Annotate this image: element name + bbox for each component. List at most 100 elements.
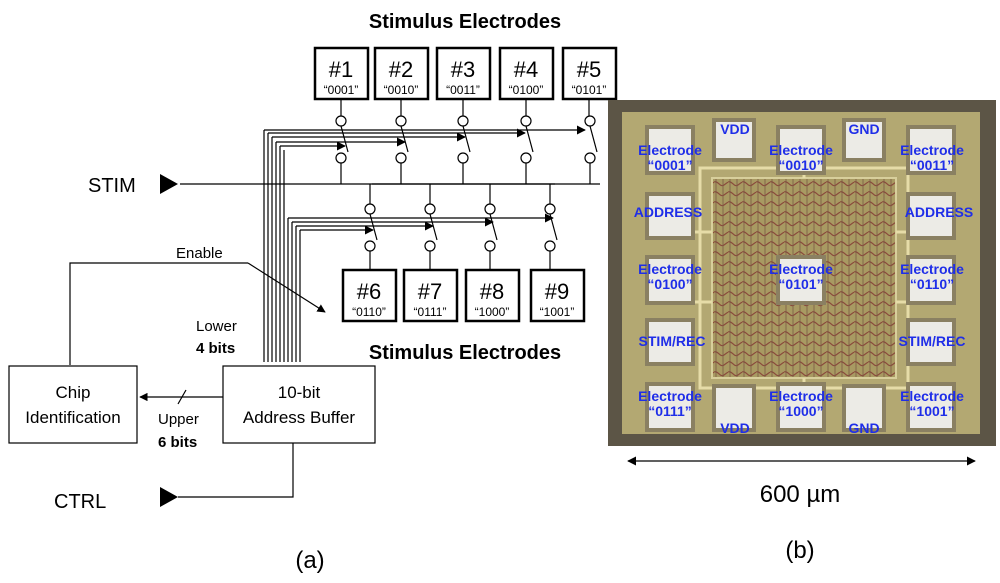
electrode-label-6: Electrode xyxy=(900,261,964,277)
top-control-lines xyxy=(264,125,586,151)
electrode-label-9: Electrode xyxy=(900,388,964,404)
vdd-label-top: VDD xyxy=(720,121,750,137)
top-switch-5 xyxy=(584,115,598,184)
bottom-electrode-group: #6“0110”#7“0111”#8“1000”#9“1001” xyxy=(341,268,586,323)
panel-a-caption: (a) xyxy=(295,547,324,574)
electrode-pad-6 xyxy=(910,259,952,301)
chip-id-line2: Identification xyxy=(25,408,120,427)
top-electrode-3: #3“0011” xyxy=(435,46,492,116)
electrode-code-label-2: “0010” xyxy=(778,157,823,173)
top-switch-3 xyxy=(457,115,471,184)
electrode-pad-7 xyxy=(649,386,691,428)
enable-label: Enable xyxy=(176,245,223,262)
addr-buffer-line1: 10-bit xyxy=(278,383,321,402)
address-pad-right xyxy=(910,196,952,236)
electrode-pad-3 xyxy=(910,129,952,171)
stim-label: STIM xyxy=(88,175,136,197)
electrode-code: “0111” xyxy=(414,305,447,319)
electrode-code-label-8: “1000” xyxy=(778,403,823,419)
electrode-code: “0101” xyxy=(572,83,607,97)
electrode-box xyxy=(402,268,459,323)
stimrec-label-left: STIM/REC xyxy=(639,333,706,349)
stimrec-pad-right xyxy=(910,322,952,362)
panel-b-caption: (b) xyxy=(785,537,814,564)
electrode-number: #5 xyxy=(577,57,601,82)
electrode-pad-4 xyxy=(649,259,691,301)
electrode-box xyxy=(561,46,618,101)
electrode-pad-8 xyxy=(780,386,822,428)
top-electrode-1: #1“0001” xyxy=(313,46,370,116)
electrode-number: #9 xyxy=(545,279,569,304)
top-switch-2 xyxy=(395,115,409,184)
scale-label: 600 µm xyxy=(760,481,841,508)
electrode-label-8: Electrode xyxy=(769,388,833,404)
top-switch-4 xyxy=(520,115,534,184)
electrode-code-label-4: “0100” xyxy=(647,276,692,292)
ctrl-label: CTRL xyxy=(54,491,106,513)
electrode-code-label-5: “0101” xyxy=(778,276,823,292)
electrode-code-label-7: “0111” xyxy=(648,403,692,419)
electrode-code: “0010” xyxy=(384,83,419,97)
vdd-label-bottom: VDD xyxy=(720,420,750,436)
electrode-label-2: Electrode xyxy=(769,142,833,158)
electrode-pad-9 xyxy=(910,386,952,428)
top-switch-1 xyxy=(335,115,349,184)
electrode-number: #2 xyxy=(389,57,413,82)
electrode-code: “1000” xyxy=(475,305,510,319)
electrode-label-5: Electrode xyxy=(769,261,833,277)
electrode-code: “0011” xyxy=(446,83,480,97)
top-electrode-5: #5“0101” xyxy=(561,46,618,116)
address-label-right: ADDRESS xyxy=(905,204,973,220)
electrode-code: “0100” xyxy=(509,83,544,97)
top-switch-array xyxy=(335,115,598,184)
stimrec-pad-left xyxy=(649,322,691,362)
electrode-box xyxy=(464,268,521,323)
gnd-pad-top xyxy=(846,122,882,158)
electrode-code: “1001” xyxy=(540,305,575,319)
vdd-pad-top xyxy=(716,122,752,158)
address-buffer-box xyxy=(222,365,376,444)
electrode-code-label-3: “0011” xyxy=(910,157,954,173)
die-pad-grid xyxy=(645,118,956,432)
electrode-number: #1 xyxy=(329,57,353,82)
top-stimulus-title: Stimulus Electrodes xyxy=(369,11,561,33)
electrode-pad-1 xyxy=(649,129,691,171)
electrode-number: #7 xyxy=(418,279,442,304)
die-label-layer: Electrode“0001”Electrode“0010”Electrode“… xyxy=(634,121,973,436)
electrode-box xyxy=(341,268,398,323)
stim-input-triangle xyxy=(160,174,178,194)
top-electrode-4: #4“0100” xyxy=(498,46,555,116)
addr-buffer-line2: Address Buffer xyxy=(243,408,355,427)
top-electrode-group: #1“0001”#2“0010”#3“0011”#4“0100”#5“0101” xyxy=(313,46,618,116)
enable-line xyxy=(69,262,326,365)
bottom-switch-4 xyxy=(544,184,558,270)
bottom-control-lines xyxy=(288,213,554,235)
electrode-label-3: Electrode xyxy=(900,142,964,158)
electrode-label-4: Electrode xyxy=(638,261,702,277)
electrode-label-1: Electrode xyxy=(638,142,702,158)
stimrec-label-right: STIM/REC xyxy=(899,333,966,349)
address-pad-left xyxy=(649,196,691,236)
electrode-number: #4 xyxy=(514,57,538,82)
address-bus xyxy=(263,130,301,362)
electrode-number: #6 xyxy=(357,279,381,304)
chip-id-line1: Chip xyxy=(56,383,91,402)
bottom-electrode-8: #8“1000” xyxy=(464,268,521,323)
panel-a-schematic: Stimulus Electrodes #1“0001” #2“0010” #3“0… xyxy=(8,11,618,574)
chip-identification-box xyxy=(8,365,138,444)
electrode-label-7: Electrode xyxy=(638,388,702,404)
lower-label: Lower xyxy=(196,318,237,335)
vdd-pad-bottom xyxy=(716,388,752,428)
electrode-pad-2 xyxy=(780,129,822,171)
electrode-box xyxy=(373,46,430,101)
electrode-number: #8 xyxy=(480,279,504,304)
bottom-electrode-6: #6“0110” xyxy=(341,268,398,323)
electrode-pad-5 xyxy=(780,259,822,301)
bottom-stimulus-title: Stimulus Electrodes xyxy=(369,342,561,364)
bottom-electrode-7: #7“0111” xyxy=(402,268,459,323)
bottom-switch-array xyxy=(364,184,558,270)
upper-label: Upper xyxy=(158,411,199,428)
gnd-pad-bottom xyxy=(846,388,882,428)
bottom-electrode-9: #9“1001” xyxy=(529,268,586,323)
